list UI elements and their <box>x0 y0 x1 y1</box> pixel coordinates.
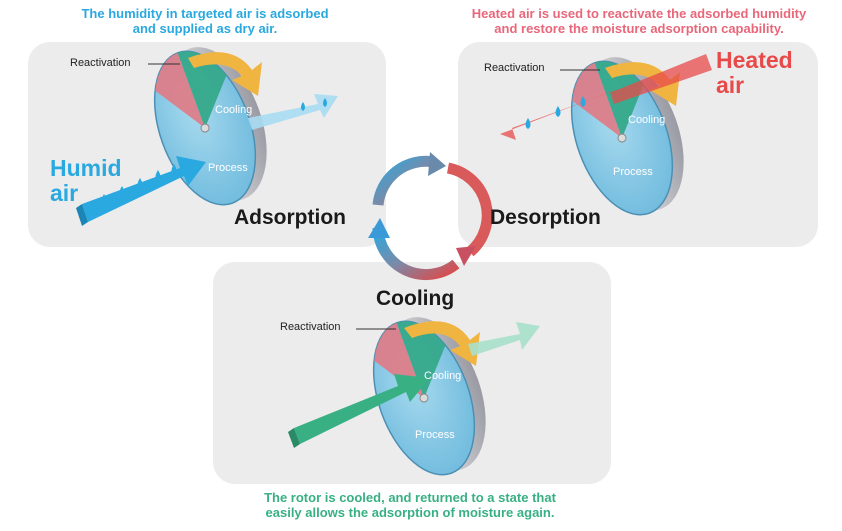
droplet-icon <box>155 170 161 181</box>
cooling-label-adsorption: Cooling <box>215 104 253 116</box>
cooling-air-in-arrow <box>294 374 430 444</box>
droplet-icon <box>555 106 561 117</box>
reactivation-sector <box>572 62 622 138</box>
process-label-adsorption: Process <box>208 162 248 174</box>
rotor-hub <box>617 133 627 143</box>
stage-adsorption: Adsorption <box>234 206 346 229</box>
cooling-sector <box>396 321 446 398</box>
reactivation-label-desorption: Reactivation <box>484 62 545 74</box>
dry-air-arrow <box>248 94 338 130</box>
cooling-sector <box>177 51 227 128</box>
droplet-icon <box>525 118 531 129</box>
droplet-icon <box>171 164 177 175</box>
heated-air-arrow <box>500 54 712 140</box>
rotor-hub <box>200 123 210 133</box>
droplet-icon <box>580 96 586 107</box>
droplet-icon <box>119 186 125 197</box>
rotation-arrow <box>404 321 480 366</box>
process-label-cooling: Process <box>415 429 455 441</box>
droplet-icons <box>101 96 586 205</box>
stage-desorption: Desorption <box>490 206 601 229</box>
droplet-icon <box>137 178 143 189</box>
humid-air-label: Humid air <box>50 155 122 206</box>
rotor-hub <box>419 393 429 403</box>
reactivation-label-adsorption: Reactivation <box>70 57 131 69</box>
cooling-label-desorption: Cooling <box>628 114 666 126</box>
process-label-desorption: Process <box>613 166 653 178</box>
adsorption-caption: The humidity in targeted air is adsorbed… <box>81 6 329 36</box>
reactivation-label-cooling: Reactivation <box>280 321 341 333</box>
desorption-caption: Heated air is used to reactivate the ads… <box>471 6 807 36</box>
stage-cooling: Cooling <box>376 287 455 310</box>
cooling-label-cooling: Cooling <box>424 370 462 382</box>
droplet-icon <box>101 194 107 205</box>
droplet-icon <box>301 102 305 111</box>
cooling-caption: The rotor is cooled, and returned to a s… <box>264 490 556 520</box>
reactivation-sector <box>155 52 205 128</box>
rotation-arrow <box>188 52 262 96</box>
heated-air-label: Heated air <box>716 47 793 98</box>
droplet-icon <box>323 98 327 107</box>
cooling-rotor <box>372 317 486 476</box>
cycle-arrows <box>368 152 493 281</box>
cooling-air-out-arrow <box>468 322 540 356</box>
